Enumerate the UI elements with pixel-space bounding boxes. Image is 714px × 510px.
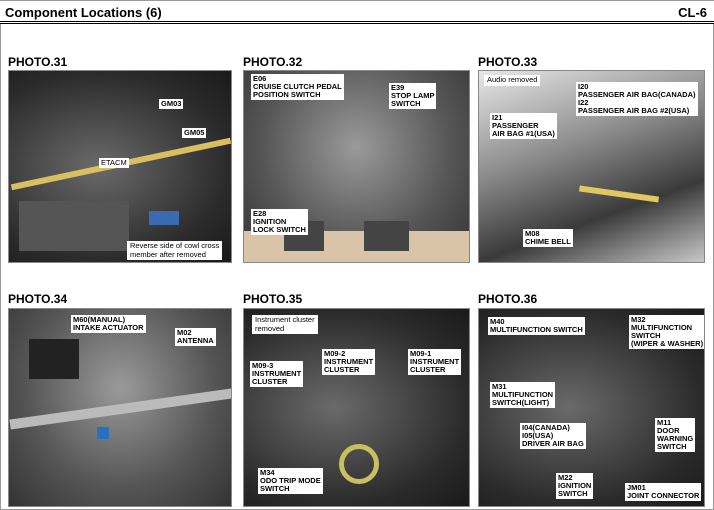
page-title: Component Locations (6) [5, 5, 162, 20]
label-gm05: GM05 [182, 128, 207, 138]
label-i04-i05: I04(CANADA)I05(USA)DRIVER AIR BAG [520, 423, 586, 449]
label-m60: M60(MANUAL)INTAKE ACTUATOR [71, 315, 146, 333]
page-header: Component Locations (6) CL-6 [0, 0, 714, 24]
photo-34-title: PHOTO.34 [8, 292, 68, 306]
label-gm03: GM03 [159, 99, 184, 109]
photo-31: GM03 GM05 ETACM Reverse side of cowl cro… [8, 70, 232, 263]
photo-33-note: Audio removed [484, 75, 541, 86]
photo-31-title: PHOTO.31 [8, 55, 68, 69]
page-number: CL-6 [678, 5, 707, 20]
label-etacm: ETACM [99, 158, 129, 168]
photo-35-title: PHOTO.35 [243, 292, 303, 306]
photo-33-title: PHOTO.33 [478, 55, 538, 69]
photo-32-title: PHOTO.32 [243, 55, 303, 69]
photo-36-title: PHOTO.36 [478, 292, 538, 306]
